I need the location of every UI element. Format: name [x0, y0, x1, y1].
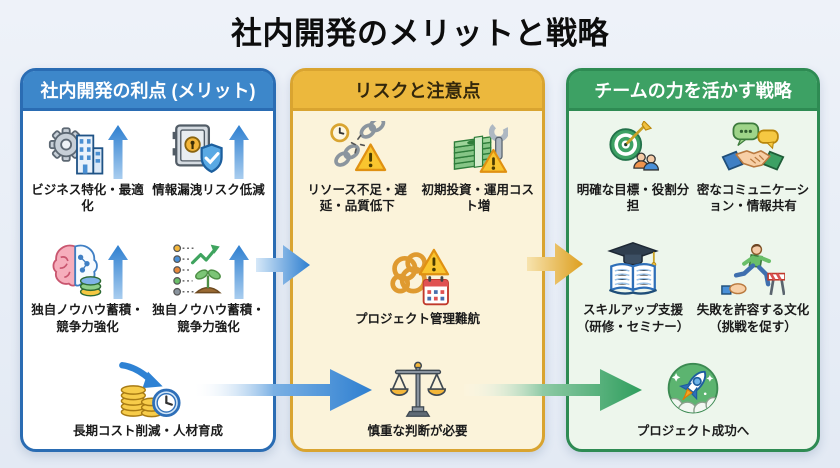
benefit-item-4: 独自ノウハウ蓄積・競争力強化 — [148, 237, 269, 335]
strategy-label-2: 密なコミュニケーション・情報共有 — [696, 183, 810, 214]
risk-label-3: プロジェクト管理難航 — [354, 311, 480, 326]
strategy-label-4: 失敗を許容する文化（挑戦を促す） — [696, 303, 810, 334]
up-arrow-icon — [107, 125, 128, 179]
strategy-row-2: スキルアップ支援（研修・セミナー） — [573, 237, 813, 335]
strategy-item-4: 失敗を許容する文化（挑戦を促す） — [693, 237, 813, 335]
gear-building-icon — [48, 121, 106, 179]
handshake-chat-icon — [721, 121, 785, 179]
panel-strategy-body: 明確な目標・役割分担 — [569, 111, 817, 449]
strategy-item-1: 明確な目標・役割分担 — [573, 117, 693, 215]
risk-item-3-icons — [386, 246, 450, 308]
risk-item-3: プロジェクト管理難航 — [297, 246, 538, 327]
safe-shield-icon — [169, 121, 227, 179]
benefits-row-2: 独自ノウハウ蓄積・競争力強化 — [27, 237, 269, 335]
strategy-item-3: スキルアップ支援（研修・セミナー） — [573, 237, 693, 335]
up-arrow-icon — [228, 245, 249, 300]
panel-benefits: 社内開発の利点 (メリット) — [20, 68, 276, 452]
risks-row-2: プロジェクト管理難航 — [297, 246, 538, 327]
benefit-item-3: 独自ノウハウ蓄積・競争力強化 — [27, 237, 148, 335]
balance-scale-icon — [388, 360, 448, 420]
risk-item-2: 初期投資・運用コスト増 — [418, 117, 539, 215]
up-arrow-icon — [228, 125, 249, 179]
risk-label-1: リソース不足・遅延・品質低下 — [307, 183, 407, 214]
benefit-label-1: ビジネス特化・最適化 — [31, 183, 144, 214]
benefit-label-2: 情報漏洩リスク低減 — [152, 183, 265, 197]
risk-item-1: リソース不足・遅延・品質低下 — [297, 117, 418, 215]
strategy-item-5-icons — [663, 358, 723, 420]
risk-item-4-icons — [388, 358, 448, 420]
strategy-item-2: 密なコミュニケーション・情報共有 — [693, 117, 813, 215]
money-wrench-warning-icon — [448, 121, 508, 179]
risk-item-1-icons — [327, 117, 387, 179]
benefit-item-2: 情報漏洩リスク低減 — [148, 117, 269, 198]
risk-label-4: 慎重な判断が必要 — [367, 423, 468, 438]
benefits-row-1: ビジネス特化・最適化 — [27, 117, 269, 215]
risk-item-2-icons — [448, 117, 508, 179]
benefit-label-5: 長期コスト削減・人材育成 — [72, 423, 223, 438]
strategy-row-3: プロジェクト成功へ — [573, 358, 813, 439]
rocket-icon — [663, 360, 723, 420]
benefit-item-5-icons — [115, 358, 181, 420]
strategy-item-2-icons — [721, 117, 785, 179]
benefit-item-5: 長期コスト削減・人材育成 — [27, 358, 269, 439]
target-team-icon — [604, 121, 662, 179]
benefit-item-4-icons — [169, 237, 249, 300]
coins-clock-icon — [115, 360, 181, 420]
blue-right-arrow — [256, 241, 312, 289]
page-title: 社内開発のメリットと戦略 — [231, 16, 609, 51]
benefit-item-3-icons — [48, 237, 128, 300]
panel-risks-header: リスクと注意点 — [293, 71, 542, 111]
benefit-label-4: 独自ノウハウ蓄積・競争力強化 — [152, 303, 265, 334]
risks-row-3: 慎重な判断が必要 — [297, 358, 538, 439]
benefit-item-1: ビジネス特化・最適化 — [27, 117, 148, 215]
risks-row-1: リソース不足・遅延・品質低下 — [297, 117, 538, 215]
panel-risks-body: リソース不足・遅延・品質低下 — [293, 111, 542, 449]
brain-knowledge-icon — [48, 241, 106, 299]
gold-right-arrow — [527, 239, 585, 289]
green-long-arrow — [464, 367, 644, 413]
benefits-row-3: 長期コスト削減・人材育成 — [27, 358, 269, 439]
strategy-label-5: プロジェクト成功へ — [636, 423, 750, 438]
risk-label-2: 初期投資・運用コスト増 — [421, 183, 534, 214]
benefit-item-2-icons — [169, 117, 249, 179]
strategy-label-3: スキルアップ支援（研修・セミナー） — [576, 303, 690, 334]
strategy-item-3-icons — [604, 237, 662, 299]
blue-long-arrow — [194, 367, 374, 413]
strategy-item-4-icons — [721, 237, 785, 299]
panel-strategy-header: チームの力を活かす戦略 — [569, 71, 817, 111]
strategy-label-1: 明確な目標・役割分担 — [576, 183, 690, 214]
panel-benefits-header: 社内開発の利点 (メリット) — [23, 71, 273, 111]
risk-item-4: 慎重な判断が必要 — [297, 358, 538, 439]
benefit-label-3: 独自ノウハウ蓄積・競争力強化 — [31, 303, 144, 334]
up-arrow-icon — [107, 245, 128, 300]
panel-risks: リスクと注意点 — [290, 68, 545, 452]
strategy-item-1-icons — [604, 117, 662, 179]
hurdle-runner-icon — [721, 241, 785, 299]
strategy-item-5: プロジェクト成功へ — [573, 358, 813, 439]
benefit-item-1-icons — [48, 117, 128, 179]
book-gradcap-icon — [604, 241, 662, 299]
panel-benefits-body: ビジネス特化・最適化 — [23, 111, 273, 449]
strategy-row-1: 明確な目標・役割分担 — [573, 117, 813, 215]
broken-chain-warning-icon — [327, 121, 387, 179]
growth-checklist-icon — [169, 241, 227, 299]
tangled-knot-calendar-icon — [386, 248, 450, 308]
